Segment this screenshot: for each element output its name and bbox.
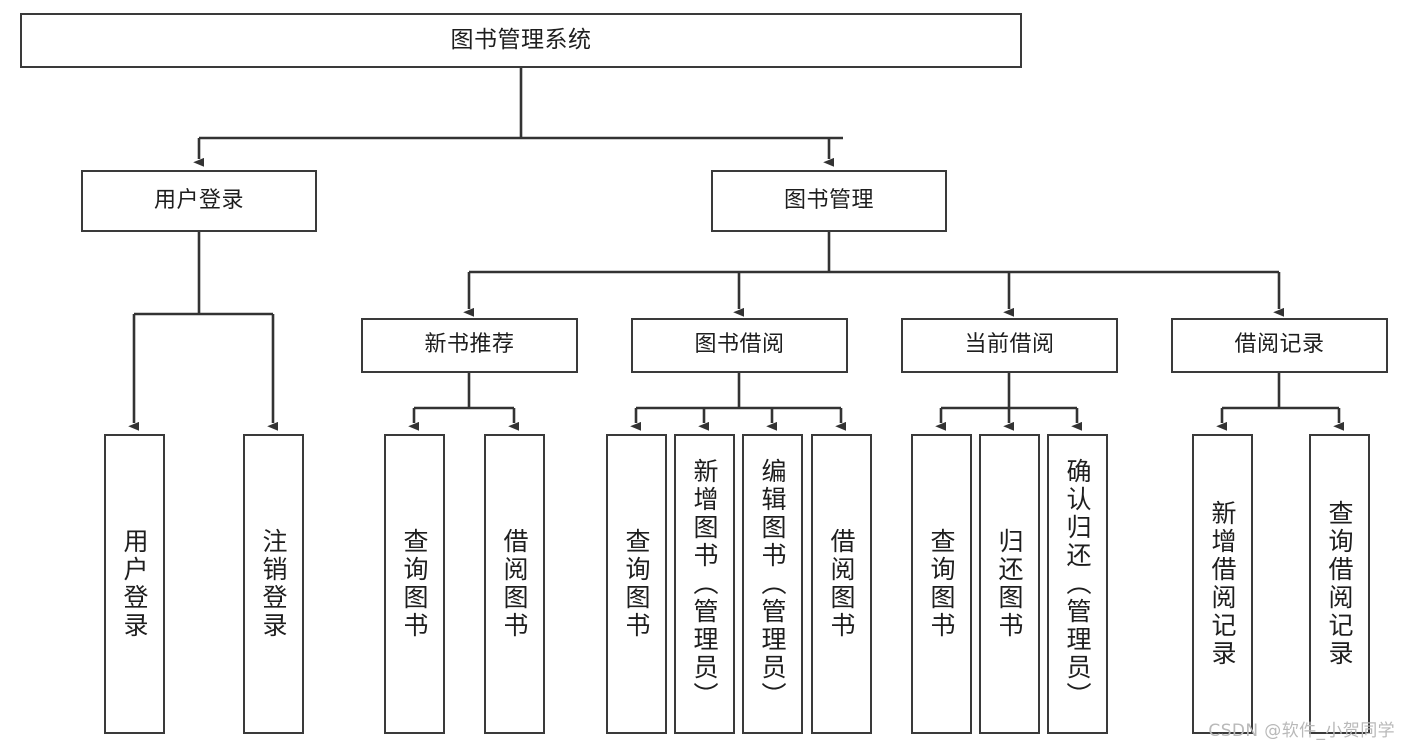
node-root[interactable]: 图书管理系统 (20, 13, 1022, 68)
node-leaf-borrow-query[interactable]: 查询图书 (606, 434, 667, 734)
node-leaf-cur-confirm-label: 确认归还（管理员） (1063, 458, 1092, 710)
node-book-borrow[interactable]: 图书借阅 (631, 318, 848, 373)
node-leaf-borrow-add[interactable]: 新增图书（管理员） (674, 434, 735, 734)
node-current-borrow-label: 当前借阅 (964, 332, 1055, 358)
node-leaf-rec-query-label: 查询图书 (400, 528, 429, 640)
node-leaf-record-query[interactable]: 查询借阅记录 (1309, 434, 1370, 734)
node-leaf-cur-return-label: 归还图书 (995, 528, 1024, 640)
node-leaf-borrow-edit-label: 编辑图书（管理员） (758, 458, 787, 710)
node-borrow-record[interactable]: 借阅记录 (1171, 318, 1388, 373)
node-leaf-rec-borrow-label: 借阅图书 (500, 528, 529, 640)
node-leaf-borrow-add-label: 新增图书（管理员） (690, 458, 719, 710)
node-leaf-cur-confirm[interactable]: 确认归还（管理员） (1047, 434, 1108, 734)
node-leaf-rec-borrow[interactable]: 借阅图书 (484, 434, 545, 734)
node-leaf-record-add[interactable]: 新增借阅记录 (1192, 434, 1253, 734)
node-leaf-cur-return[interactable]: 归还图书 (979, 434, 1040, 734)
node-leaf-cur-query-label: 查询图书 (927, 528, 956, 640)
node-leaf-record-add-label: 新增借阅记录 (1208, 500, 1237, 668)
watermark-text: CSDN @软件_小贺同学 (1208, 721, 1395, 741)
node-leaf-record-query-label: 查询借阅记录 (1325, 500, 1354, 668)
node-leaf-rec-query[interactable]: 查询图书 (384, 434, 445, 734)
node-borrow-record-label: 借阅记录 (1234, 332, 1325, 358)
node-user-login-label: 用户登录 (153, 187, 244, 213)
node-leaf-borrow-lend[interactable]: 借阅图书 (811, 434, 872, 734)
node-root-label: 图书管理系统 (450, 26, 592, 53)
node-leaf-user-logout-label: 注销登录 (259, 528, 288, 640)
node-user-login[interactable]: 用户登录 (81, 170, 317, 232)
node-leaf-cur-query[interactable]: 查询图书 (911, 434, 972, 734)
node-leaf-user-logout[interactable]: 注销登录 (243, 434, 304, 734)
node-book-manage-label: 图书管理 (783, 187, 874, 213)
node-leaf-borrow-query-label: 查询图书 (622, 528, 651, 640)
node-leaf-borrow-edit[interactable]: 编辑图书（管理员） (742, 434, 803, 734)
node-book-borrow-label: 图书借阅 (694, 332, 785, 358)
node-leaf-user-login-label: 用户登录 (120, 528, 149, 640)
node-leaf-borrow-lend-label: 借阅图书 (827, 528, 856, 640)
node-new-book-rec-label: 新书推荐 (424, 332, 515, 358)
node-leaf-user-login[interactable]: 用户登录 (104, 434, 165, 734)
node-book-manage[interactable]: 图书管理 (711, 170, 947, 232)
node-current-borrow[interactable]: 当前借阅 (901, 318, 1118, 373)
node-new-book-rec[interactable]: 新书推荐 (361, 318, 578, 373)
